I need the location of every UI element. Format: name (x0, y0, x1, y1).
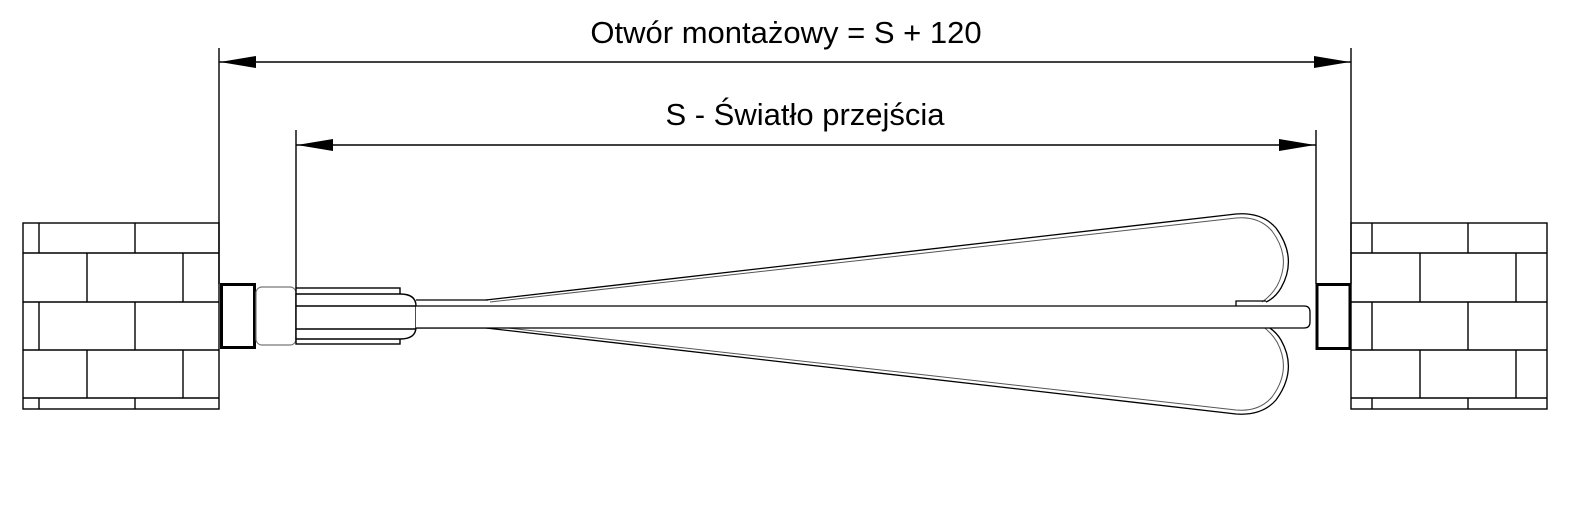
extension-lines (218, 48, 1352, 288)
door-hinge-block (295, 287, 417, 345)
arrow-right-outer-icon (1314, 56, 1350, 68)
door-panel (416, 305, 1311, 329)
left-brick-wall (22, 222, 220, 410)
arrow-left-outer-icon (220, 56, 256, 68)
right-brick-wall (1350, 222, 1548, 410)
left-frame-profile (220, 283, 297, 349)
inner-dimension-label: S - Światło przejścia (665, 97, 945, 132)
folding-door-leaf (416, 213, 1290, 415)
right-frame-profile (1315, 283, 1352, 350)
outer-dimension-label: Otwór montażowy = S + 120 (590, 15, 982, 50)
arrow-right-inner-icon (1279, 139, 1315, 151)
dimension-arrowheads (220, 56, 1350, 151)
arrow-left-inner-icon (297, 139, 333, 151)
